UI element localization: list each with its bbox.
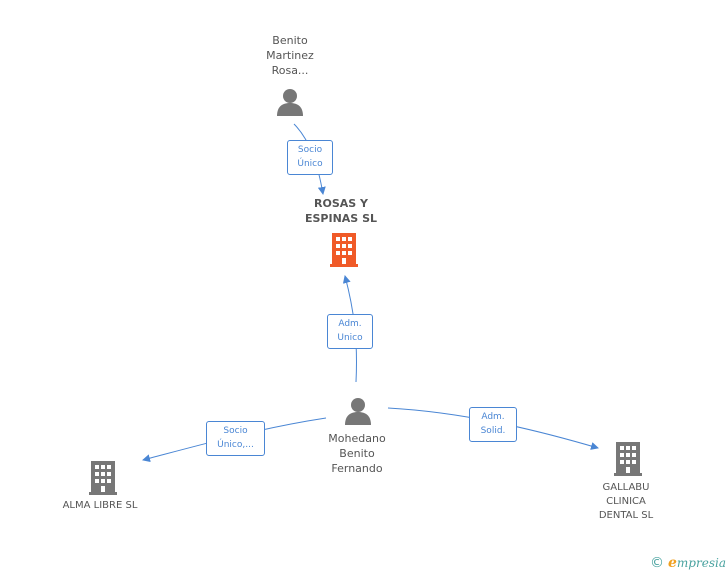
brand-logo[interactable]: empresia	[668, 555, 726, 571]
edge-tag-line: Unico	[337, 333, 363, 343]
building-icon[interactable]	[89, 461, 117, 495]
node-label-line: Benito	[272, 34, 308, 47]
brand-name: mpresia	[676, 556, 726, 570]
node-label-line: Martinez	[266, 49, 314, 62]
edge-tag-adm-solid[interactable]: Adm. Solid.	[469, 407, 517, 442]
edge-tag-socio-unico-multi[interactable]: Socio Único,...	[206, 421, 265, 456]
person-icon[interactable]	[345, 398, 371, 425]
node-label-line: GALLABU	[602, 482, 650, 493]
brand-footer[interactable]: © empresia	[650, 554, 726, 572]
node-label-line: ALMA LIBRE SL	[62, 500, 138, 511]
edge-tag-line: Adm.	[481, 412, 505, 422]
node-label-line: DENTAL SL	[598, 510, 654, 521]
edge-tag-line: Único	[297, 159, 323, 169]
node-label-mohedano[interactable]: Mohedano Benito Fernando	[312, 431, 402, 476]
edge-tag-line: Socio	[223, 426, 248, 436]
node-label-line: Rosa...	[271, 64, 309, 77]
copyright-icon: ©	[650, 555, 664, 571]
node-label-gallabu[interactable]: GALLABU CLINICA DENTAL SL	[581, 481, 671, 523]
node-label-line: Fernando	[331, 462, 383, 475]
edge-tag-line: Único,...	[217, 440, 254, 450]
edge-tag-socio-unico[interactable]: Socio Único	[287, 140, 333, 175]
edge-tag-line: Socio	[297, 145, 323, 155]
node-label-line: Benito	[339, 447, 375, 460]
building-icon[interactable]	[614, 442, 642, 476]
building-icon[interactable]	[330, 233, 358, 267]
node-label-line: Mohedano	[328, 432, 386, 445]
edge-tag-line: Adm.	[338, 319, 362, 329]
node-label-alma-libre[interactable]: ALMA LIBRE SL	[50, 499, 150, 513]
edge-tag-line: Solid.	[480, 426, 506, 436]
edge-tag-adm-unico[interactable]: Adm. Unico	[327, 314, 373, 349]
node-label-line: CLINICA	[606, 496, 646, 507]
person-icon[interactable]	[277, 89, 303, 116]
node-label-line: ESPINAS SL	[305, 212, 377, 225]
node-label-benito-martinez[interactable]: Benito Martinez Rosa...	[250, 33, 330, 78]
brand-initial: e	[668, 555, 677, 571]
node-label-rosas-y-espinas[interactable]: ROSAS Y ESPINAS SL	[296, 196, 386, 226]
node-label-line: ROSAS Y	[314, 197, 368, 210]
